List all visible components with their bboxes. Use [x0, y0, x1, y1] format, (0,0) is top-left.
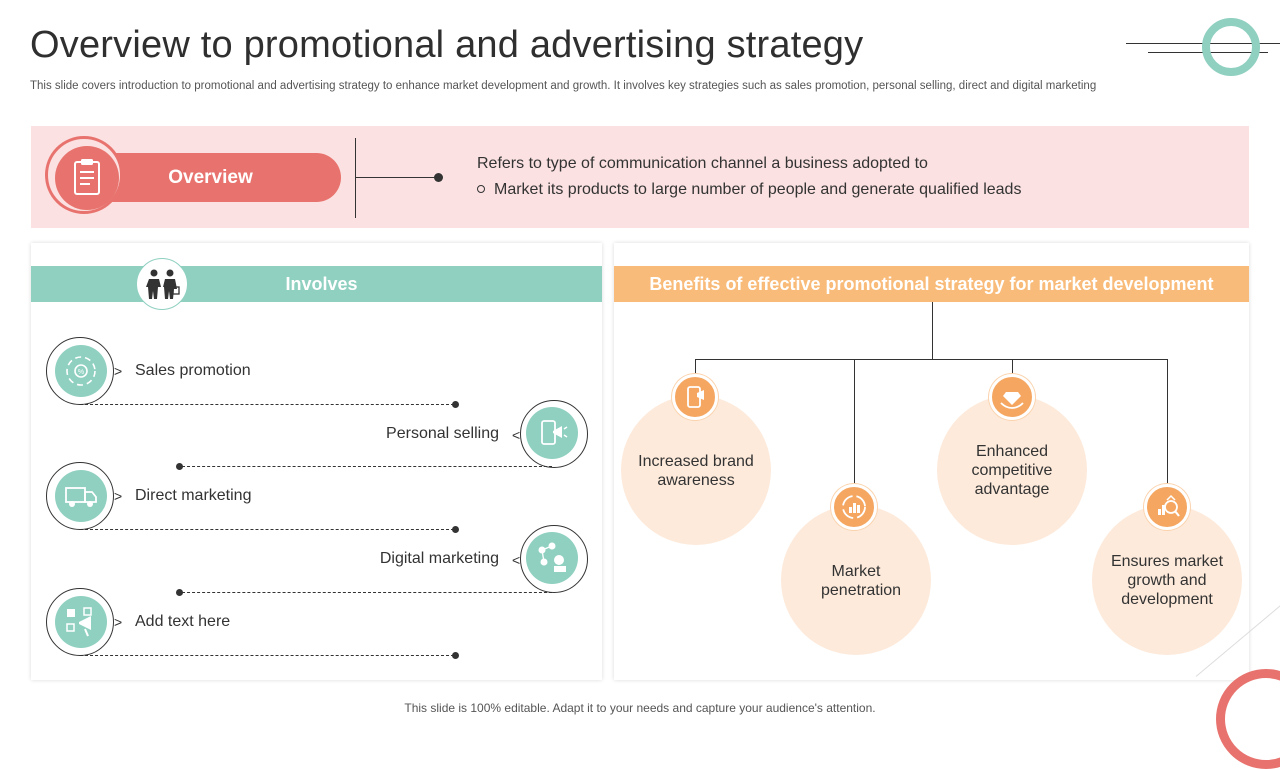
item-dash-2: [182, 466, 552, 467]
people-handshake-icon: [136, 258, 188, 310]
benefit-label-1: Increased brand awareness: [638, 453, 754, 489]
tree-drop-2: [854, 359, 855, 487]
item-dash-5: [80, 655, 454, 656]
benefit-circle-2: [781, 505, 931, 655]
mobile-brand-icon: [672, 374, 718, 420]
benefit-circle-1: [621, 395, 771, 545]
svg-text:%: %: [78, 369, 84, 376]
tree-drop-3: [1012, 359, 1013, 376]
involves-item-label-5: Add text here: [135, 613, 231, 630]
benefit-label-2: Market penetration: [821, 563, 902, 599]
tree-drop-4: [1167, 359, 1168, 487]
overview-text-line2-content: Market its products to large number of p…: [494, 181, 1022, 198]
tree-drop-1: [695, 359, 696, 376]
benefit-label-4: Ensures market growth and development: [1110, 553, 1224, 608]
benefit-label-3: Enhanced competitive advantage: [971, 443, 1053, 498]
mobile-megaphone-icon: [526, 407, 578, 459]
item-dash-dot-1: [452, 401, 459, 408]
overview-connector: [356, 177, 438, 178]
page-subtitle: This slide covers introduction to promot…: [30, 80, 1097, 92]
chevron-right-icon: >: [114, 488, 123, 504]
involves-item-label-2: Personal selling: [386, 425, 499, 442]
puzzle-megaphone-icon: [55, 596, 107, 648]
item-dash-3: [80, 529, 454, 530]
decor-ring: [1202, 18, 1260, 76]
growth-search-icon: [1144, 484, 1190, 530]
involves-item-label-4: Digital marketing: [379, 550, 499, 567]
tree-branch: [695, 359, 1168, 360]
involves-panel: [31, 243, 602, 680]
overview-label: Overview: [168, 167, 253, 188]
promotion-cycle-icon: %: [55, 345, 107, 397]
involves-header: [31, 266, 602, 302]
involves-item-label-3: Direct marketing: [135, 487, 252, 504]
involves-header-text: Involves: [285, 274, 358, 294]
bullet-circle-icon: [477, 184, 485, 193]
overview-text-line1: Refers to type of communication channel …: [477, 155, 928, 172]
item-dash-dot-2: [176, 463, 183, 470]
chevron-right-icon: >: [114, 363, 123, 379]
overview-divider: [355, 138, 356, 218]
tree-trunk: [932, 302, 933, 359]
item-dash-4: [182, 592, 552, 593]
clipboard-icon: [55, 146, 119, 210]
benefit-circle-4: [1092, 505, 1242, 655]
footer-note: This slide is 100% editable. Adapt it to…: [404, 701, 876, 715]
decor-corner-ring: [1216, 669, 1280, 769]
chevron-left-icon: <: [512, 552, 521, 568]
item-dash-1: [80, 404, 454, 405]
item-dash-dot-5: [452, 652, 459, 659]
diamond-hand-icon: [989, 374, 1035, 420]
item-dash-dot-3: [452, 526, 459, 533]
digital-network-icon: [526, 532, 578, 584]
page-title: Overview to promotional and advertising …: [30, 24, 864, 66]
benefits-header-text: Benefits of effective promotional strate…: [649, 274, 1214, 294]
chevron-right-icon: >: [114, 614, 123, 630]
benefit-circle-3: [937, 395, 1087, 545]
overview-connector-dot: [434, 173, 443, 182]
item-dash-dot-4: [176, 589, 183, 596]
chevron-left-icon: <: [512, 427, 521, 443]
overview-text-line2: Market its products to large number of p…: [477, 181, 1021, 199]
involves-item-label-1: Sales promotion: [135, 362, 251, 379]
delivery-truck-icon: [55, 470, 107, 522]
benefits-header: [614, 266, 1249, 302]
target-chart-icon: [831, 484, 877, 530]
